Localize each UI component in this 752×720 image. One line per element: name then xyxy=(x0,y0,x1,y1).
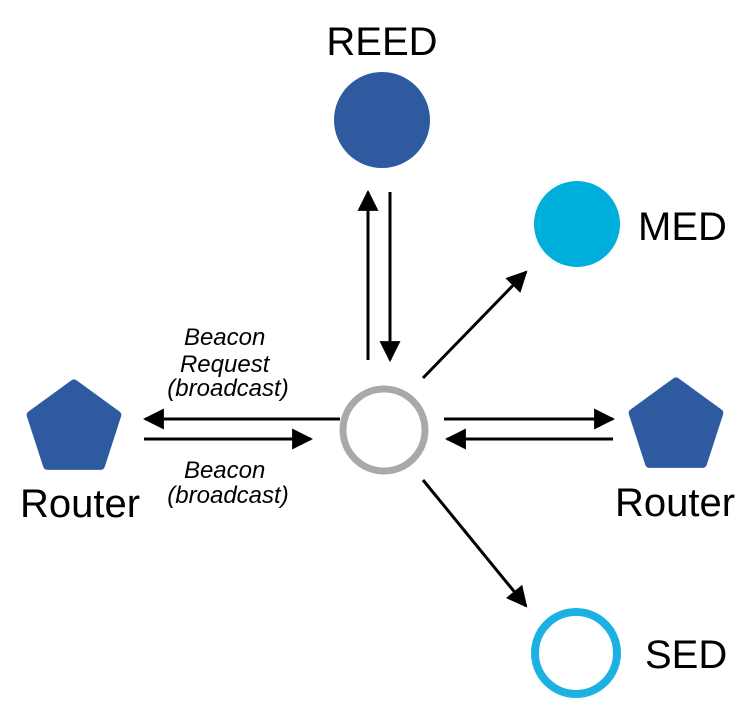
beacon-label: Beacon (broadcast) xyxy=(167,457,288,509)
beacon-request-line3: (broadcast) xyxy=(167,375,288,402)
reed-node xyxy=(334,72,430,168)
med-node xyxy=(534,181,620,267)
beacon-request-line1: Beacon xyxy=(184,324,265,351)
reed-label: REED xyxy=(326,20,437,64)
med-label: MED xyxy=(638,205,727,249)
router-right-label: Router xyxy=(615,481,735,525)
beacon-line2: (broadcast) xyxy=(167,482,288,509)
sed-node xyxy=(531,608,621,698)
beacon-request-label: Beacon Request (broadcast) xyxy=(167,324,288,402)
beacon-request-line2: Request xyxy=(180,351,271,378)
beacon-line1: Beacon xyxy=(184,457,265,484)
router-left-node xyxy=(26,379,122,470)
router-left-label: Router xyxy=(20,482,140,526)
arrow-joiner-to-sed xyxy=(421,479,528,608)
joining-device-node xyxy=(339,385,429,475)
router-right-node xyxy=(628,377,724,468)
arrow-joiner-to-med xyxy=(421,270,528,380)
sed-label: SED xyxy=(645,633,727,677)
